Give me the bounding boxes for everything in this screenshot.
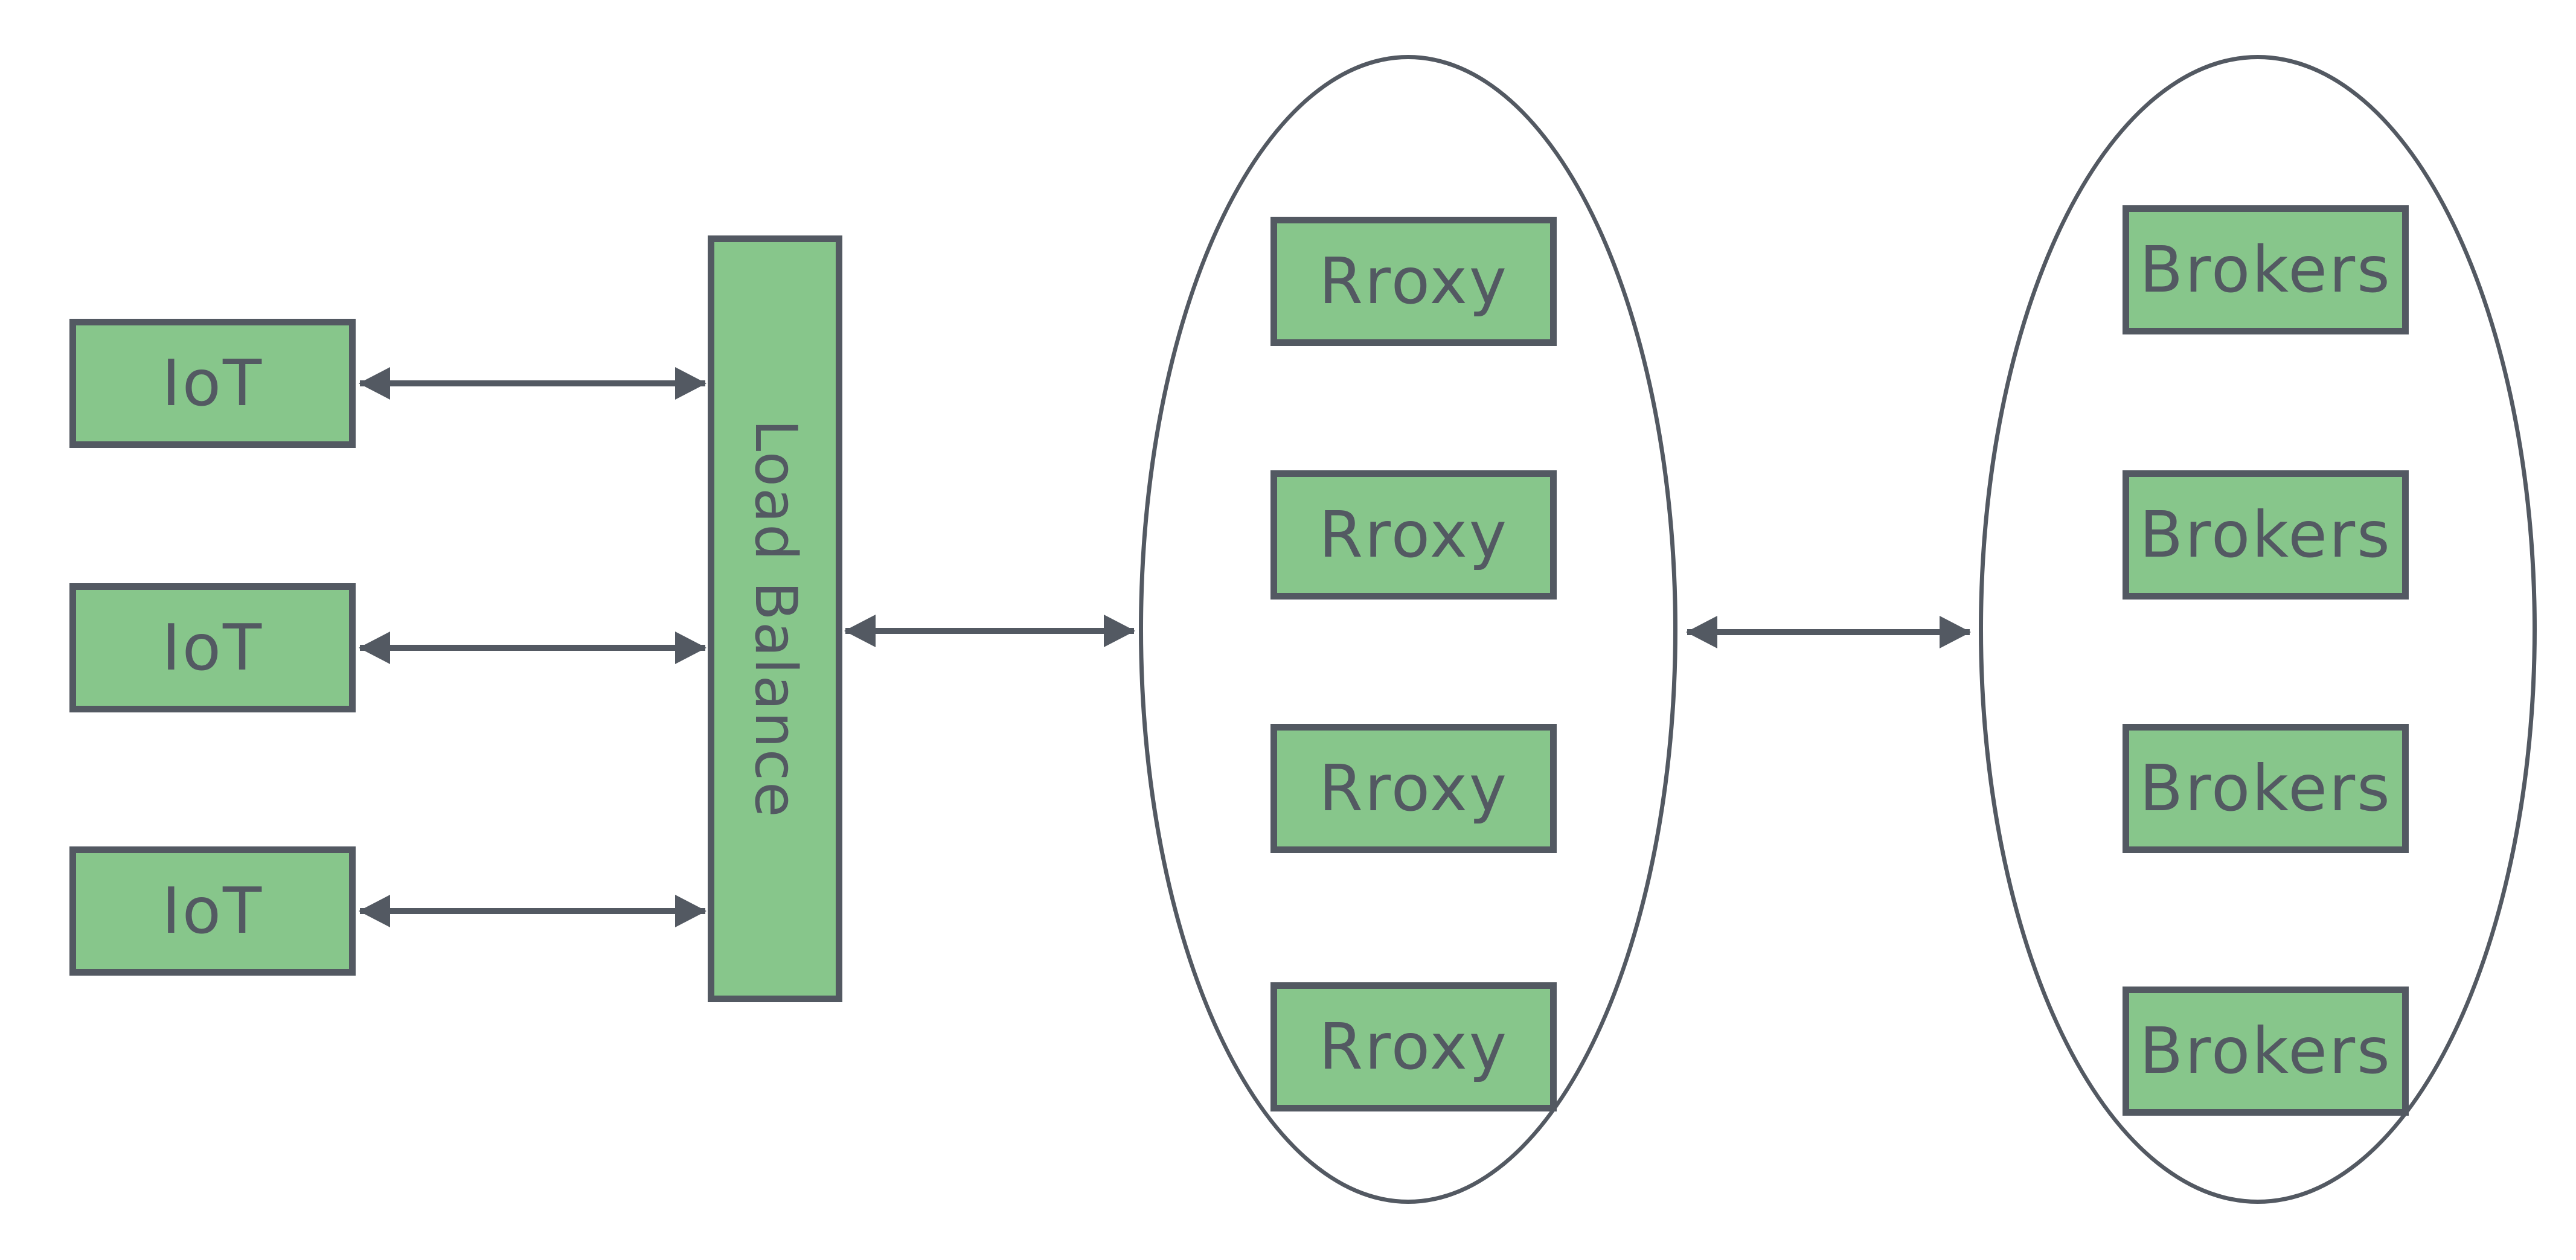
edge-iot3-loadbalancer-double-arrow-icon (360, 908, 705, 914)
proxy-cluster-ellipse (1139, 55, 1677, 1204)
broker-node-3: Brokers (2123, 724, 2409, 853)
proxy-node-2: Rroxy (1270, 470, 1557, 600)
iot-node-3-label: IoT (161, 874, 264, 948)
iot-node-3: IoT (69, 846, 356, 976)
edge-iot1-loadbalancer-double-arrow-icon (360, 380, 705, 386)
broker-node-2-label: Brokers (2139, 498, 2392, 572)
broker-node-2: Brokers (2123, 470, 2409, 600)
broker-node-1: Brokers (2123, 205, 2409, 334)
edge-loadbalancer-proxycluster-double-arrow-icon (845, 628, 1134, 634)
broker-node-4: Brokers (2123, 987, 2409, 1116)
proxy-node-2-label: Rroxy (1318, 498, 1509, 572)
proxy-node-3: Rroxy (1270, 724, 1557, 853)
edge-proxycluster-brokercluster-double-arrow-icon (1687, 629, 1970, 635)
load-balancer-label: Load Balance (742, 419, 809, 819)
iot-node-1: IoT (69, 319, 356, 448)
iot-node-2-label: IoT (161, 611, 264, 685)
broker-node-3-label: Brokers (2139, 752, 2392, 825)
load-balancer-node: Load Balance (708, 235, 842, 1002)
broker-node-4-label: Brokers (2139, 1014, 2392, 1088)
broker-node-1-label: Brokers (2139, 233, 2392, 307)
proxy-node-3-label: Rroxy (1318, 752, 1509, 825)
iot-node-1-label: IoT (161, 347, 264, 420)
proxy-node-1: Rroxy (1270, 217, 1557, 346)
edge-iot2-loadbalancer-double-arrow-icon (360, 645, 705, 651)
iot-node-2: IoT (69, 583, 356, 712)
broker-cluster-ellipse (1979, 55, 2537, 1204)
proxy-node-4-label: Rroxy (1318, 1010, 1509, 1084)
proxy-node-4: Rroxy (1270, 982, 1557, 1111)
proxy-node-1-label: Rroxy (1318, 245, 1509, 318)
